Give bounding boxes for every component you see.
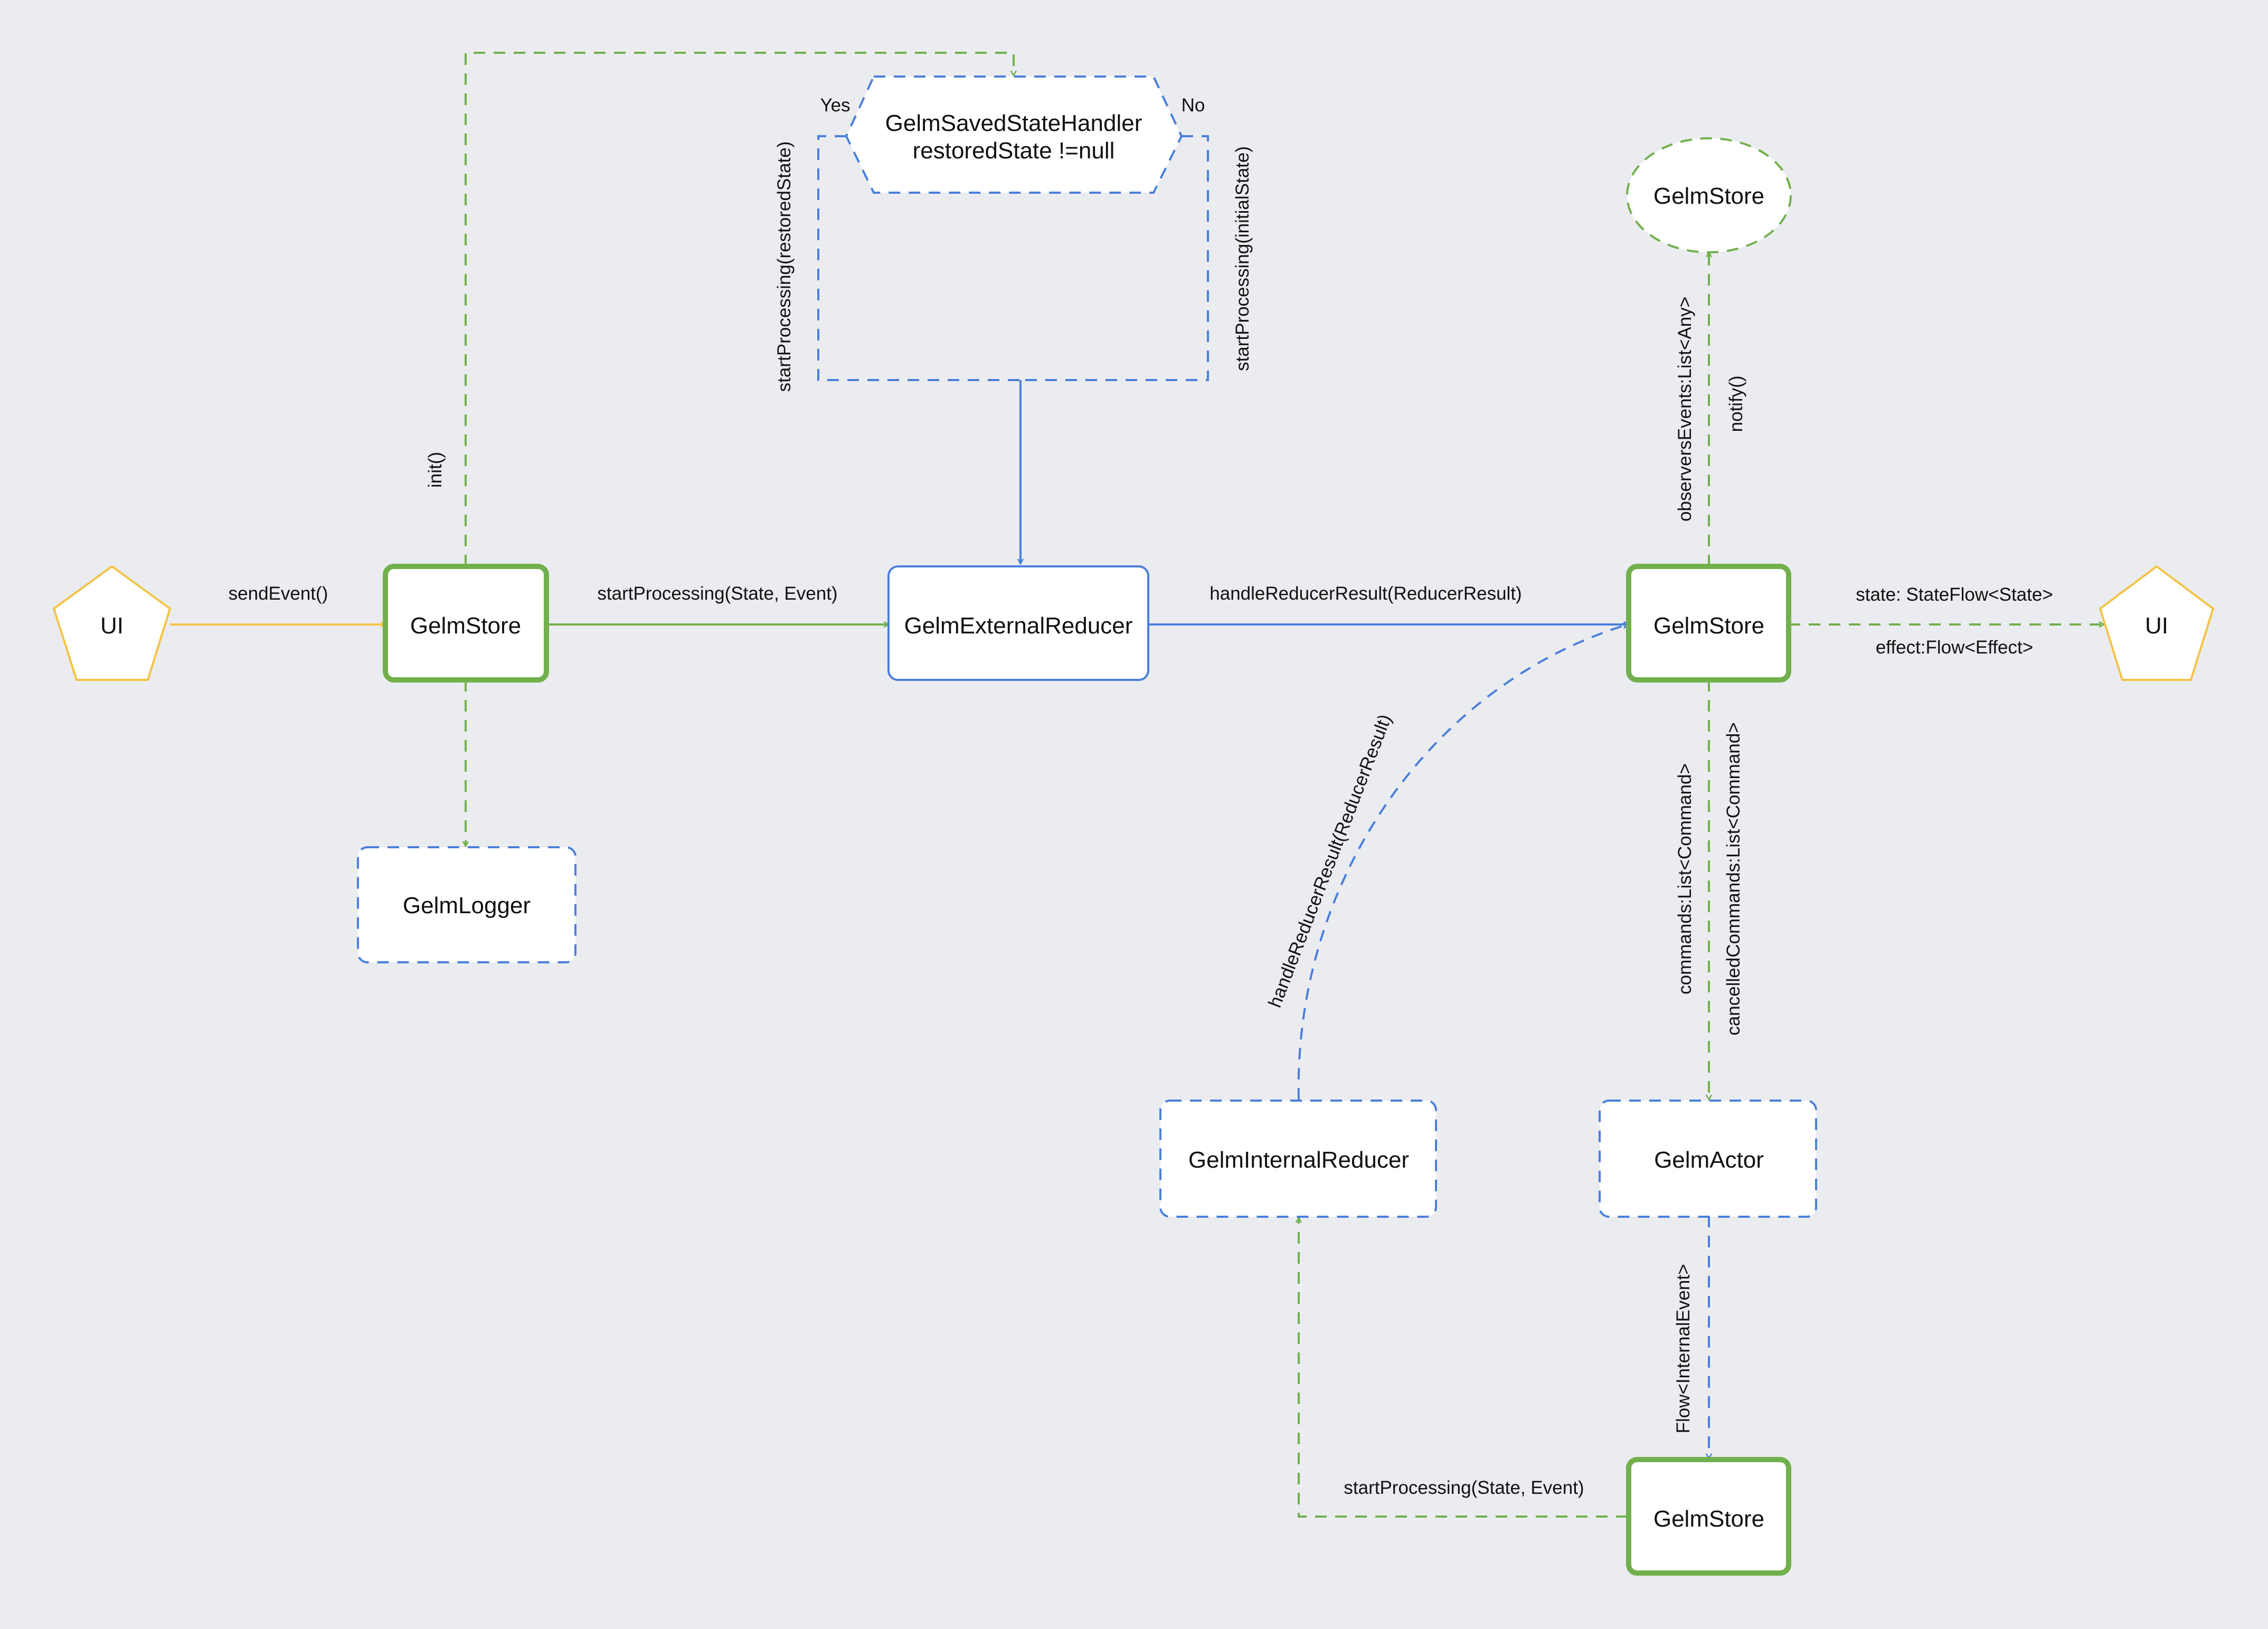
label-yes: Yes [820, 95, 850, 116]
pentagon-shape [2099, 565, 2215, 681]
edge-start-processing-internal [1299, 1218, 1628, 1518]
label-no: No [1182, 95, 1205, 116]
label-observers-events: observersEvents:List<Any> [1675, 297, 1695, 522]
edge-handle-result-internal [1297, 624, 1628, 1100]
gelmstore-observer-node: GelmStore [1626, 137, 1792, 253]
label-effect-flow: effect:Flow<Effect> [1876, 637, 2033, 658]
edge-decision-no [1020, 135, 1209, 381]
label-send-event: sendEvent() [229, 583, 328, 604]
label-start-restored: startProcessing(restoredState) [774, 141, 795, 392]
internal-reducer-node: GelmInternalReducer [1159, 1100, 1437, 1218]
label-cancelled-commands: cancelledCommands:List<Command> [1723, 722, 1744, 1035]
gelmstore-observer-label: GelmStore [1653, 183, 1764, 209]
ui-left-label: UI [100, 613, 124, 639]
gelmstore-bottom-label: GelmStore [1653, 1506, 1764, 1532]
decision-line1: GelmSavedStateHandler [885, 110, 1142, 136]
hexagon-shape [845, 75, 1183, 194]
logger-node: GelmLogger [357, 846, 577, 963]
label-commands: commands:List<Command> [1675, 763, 1695, 995]
edge-decision-yes [817, 135, 1020, 381]
saved-state-decision-node: GelmSavedStateHandler restoredState !=nu… [845, 75, 1183, 194]
external-reducer-node: GelmExternalReducer [887, 565, 1149, 681]
gelmstore-main-node: GelmStore [383, 564, 549, 683]
label-handle-result: handleReducerResult(ReducerResult) [1209, 583, 1522, 604]
gelmstore-result-node: GelmStore [1626, 564, 1791, 683]
ui-right-node: UI [2099, 565, 2215, 681]
ui-right-label: UI [2145, 613, 2168, 639]
ui-left-node: UI [52, 565, 172, 681]
edge-init [465, 52, 1014, 566]
label-flow-internal-event: Flow<InternalEvent> [1673, 1264, 1694, 1433]
gelmstore-bottom-node: GelmStore [1626, 1457, 1791, 1576]
pentagon-shape [52, 565, 172, 681]
internal-reducer-label: GelmInternalReducer [1188, 1147, 1409, 1173]
label-init: init() [425, 452, 446, 488]
label-notify: notify() [1726, 376, 1746, 432]
label-start-processing: startProcessing(State, Event) [597, 583, 837, 604]
label-state-flow: state: StateFlow<State> [1856, 584, 2053, 605]
logger-label: GelmLogger [403, 893, 531, 918]
gelmstore-main-label: GelmStore [410, 613, 521, 639]
decision-line2: restoredState !=null [913, 138, 1115, 164]
external-reducer-label: GelmExternalReducer [904, 613, 1133, 639]
label-handle-result-internal: handleReducerResult(ReducerResult) [1264, 712, 1395, 1010]
label-start-processing-internal: startProcessing(State, Event) [1344, 1478, 1584, 1498]
actor-label: GelmActor [1654, 1147, 1764, 1173]
actor-node: GelmActor [1599, 1100, 1817, 1218]
gelmstore-result-label: GelmStore [1653, 613, 1764, 639]
label-start-initial: startProcessing(initialState) [1232, 146, 1253, 371]
